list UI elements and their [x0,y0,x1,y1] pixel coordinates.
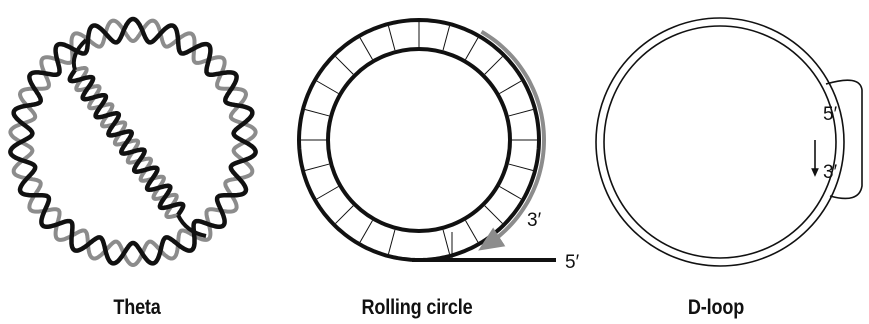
rolling-circle-rung [336,57,354,75]
theta-inner-helix [70,40,206,236]
rolling-circle-rung [360,38,373,60]
rolling-circle-rung [305,109,329,115]
rolling-circle-rung [388,26,394,50]
rolling-circle-3prime-label: 3′ [527,210,542,231]
rolling-circle-rung [360,221,373,243]
d-loop-outer-ring [596,18,844,266]
rolling-circle-rung [336,206,354,224]
rolling-circle-rung [317,187,339,200]
rolling-circle-caption: Rolling circle [361,296,472,320]
rolling-circle-outer-strand [299,20,539,260]
d-loop-caption: D-loop [688,296,744,320]
rolling-circle-rung [466,38,479,60]
d-loop-inner-ring [604,26,836,258]
rolling-circle-rung [305,164,329,170]
rolling-circle-rung [485,206,503,224]
rolling-circle-rung [485,57,503,75]
rolling-circle-rung [443,26,449,50]
rolling-circle-rung [466,221,479,243]
d-loop-5prime-label: 5′ [823,104,838,125]
theta-diagram [10,19,255,265]
rolling-circle-rung [500,81,522,94]
d-loop-diagram: 5′ 3′ [596,18,862,266]
rolling-circle-rung [509,164,533,170]
rolling-circle-rung [388,230,394,254]
rolling-circle-5prime-label: 5′ [565,252,580,273]
theta-caption: Theta [113,296,160,320]
rolling-circle-rung [443,230,449,254]
rolling-circle-inner-ring [328,49,510,231]
rolling-circle-diagram: 3′ 5′ [299,20,580,273]
theta-inner-dark-strand [70,70,183,215]
rolling-circle-rungs [301,22,537,258]
d-loop-3prime-label: 3′ [823,162,838,183]
rolling-circle-rung [509,109,533,115]
rolling-circle-rung [317,81,339,94]
rolling-circle-rung [500,187,522,200]
